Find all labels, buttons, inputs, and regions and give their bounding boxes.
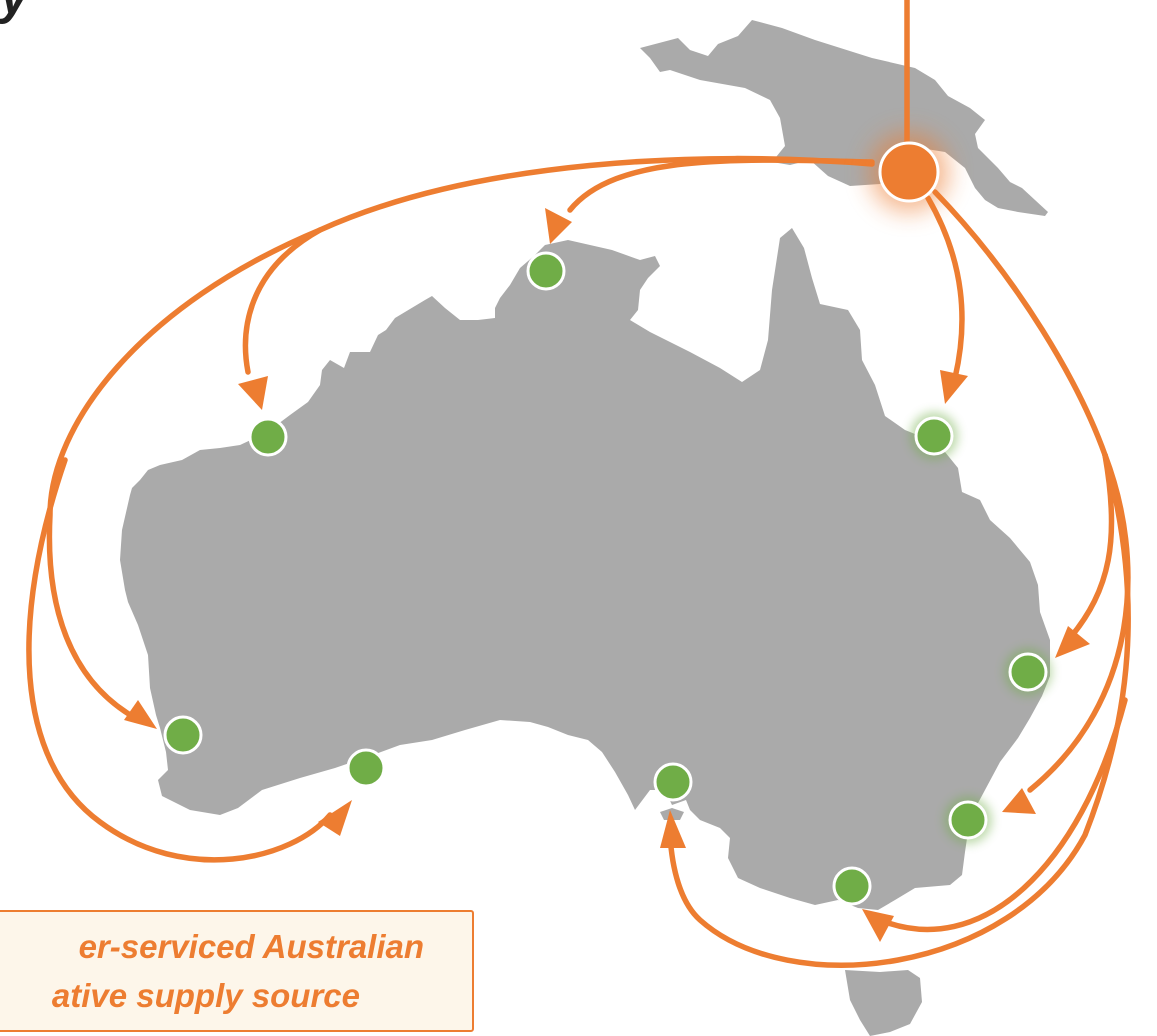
- supply-routes: [26, 155, 1131, 968]
- route-newcastle: [1027, 452, 1131, 793]
- route-mackay: [925, 195, 965, 381]
- arrowhead-darwin: [545, 208, 572, 244]
- arrowhead-newcastle: [1002, 788, 1036, 814]
- route-esperance: [26, 457, 333, 863]
- tasmania: [845, 970, 922, 1036]
- kangaroo-island: [660, 808, 684, 820]
- arrowhead-port-hedland: [238, 376, 268, 410]
- title-fragment: y: [0, 0, 29, 26]
- node-brisbane: [1008, 652, 1048, 692]
- supply-hub-node: [878, 141, 940, 203]
- node-newcastle: [948, 800, 988, 840]
- node-port-hedland: [248, 417, 288, 457]
- node-adelaide: [653, 762, 693, 802]
- destination-nodes: [163, 251, 1048, 906]
- route-brisbane: [932, 189, 1115, 641]
- arrowhead-perth: [124, 700, 157, 729]
- arrowhead-mackay: [940, 370, 968, 404]
- australia-mainland: [120, 228, 1050, 910]
- node-esperance: [346, 748, 386, 788]
- arrowhead-brisbane: [1055, 626, 1090, 658]
- arrowhead-adelaide: [660, 810, 686, 848]
- node-perth: [163, 715, 203, 755]
- route-port-hedland: [242, 155, 875, 375]
- node-darwin: [526, 251, 566, 291]
- papua-new-guinea-landmass: [640, 20, 1048, 216]
- route-adelaide: [667, 452, 1131, 968]
- arrowhead-esperance: [318, 800, 352, 836]
- arrowhead-melbourne: [862, 909, 894, 942]
- node-mackay: [914, 416, 954, 456]
- legend-box: er-serviced Australian ative supply sour…: [0, 910, 474, 1032]
- legend-line-1: er-serviced Australian: [78, 928, 424, 965]
- route-arrowheads: [124, 208, 1090, 942]
- legend-line-2: ative supply source: [51, 977, 360, 1014]
- node-melbourne: [832, 866, 872, 906]
- route-melbourne: [877, 697, 1128, 933]
